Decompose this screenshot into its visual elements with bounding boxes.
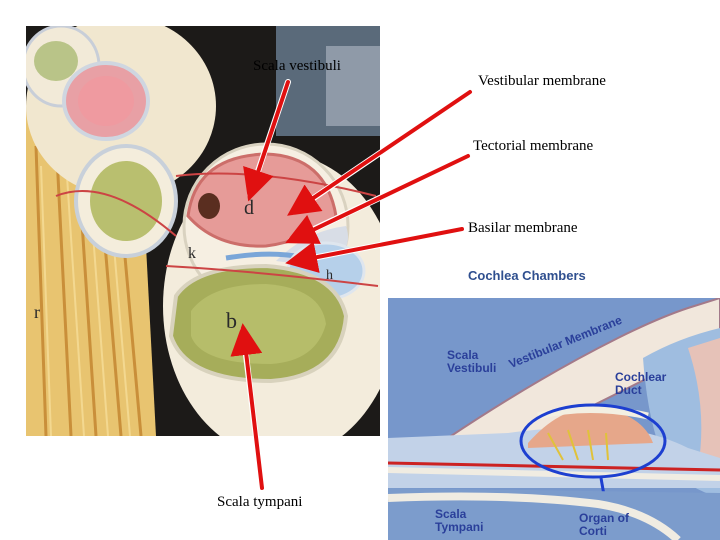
inset-label-cochlear-duct: Cochlear Duct: [615, 370, 667, 397]
label-tectorial-membrane: Tectorial membrane: [473, 138, 594, 154]
arrow-scala-tympani: [230, 323, 264, 490]
inset-label-scala-vestibuli: Scala Vestibuli: [447, 348, 497, 375]
svg-text:h: h: [326, 268, 333, 283]
svg-text:b: b: [226, 308, 237, 333]
label-scala-vestibuli: Scala vestibuli: [253, 58, 341, 74]
label-scala-tympani: Scala tympani: [217, 494, 303, 510]
arrow-basilar-membrane: [285, 227, 464, 273]
inset-title: Cochlea Chambers: [468, 268, 586, 283]
cochlea-chambers-diagram: [388, 298, 720, 540]
svg-text:k: k: [188, 245, 196, 262]
svg-text:r: r: [34, 302, 40, 322]
svg-text:d: d: [244, 197, 254, 219]
cochlea-model-photo: d b k h r: [26, 26, 380, 436]
inset-label-organ-of-corti: Organ of Corti: [579, 511, 629, 538]
inset-label-scala-tympani: Scala Tympani: [435, 507, 484, 534]
label-vestibular-membrane: Vestibular membrane: [478, 73, 606, 89]
arrow-tectorial-membrane: [285, 154, 470, 244]
arrow-vestibular-membrane: [287, 90, 472, 216]
label-basilar-membrane: Basilar membrane: [468, 220, 578, 236]
arrow-scala-vestibuli: [243, 80, 290, 202]
